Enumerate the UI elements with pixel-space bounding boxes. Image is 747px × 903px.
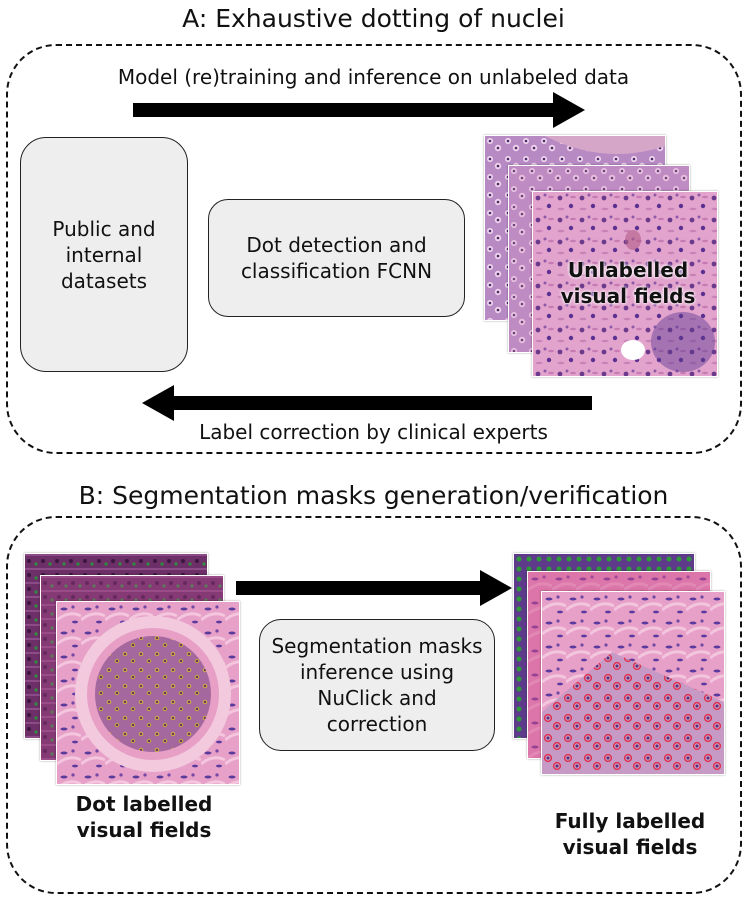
tissue-tile-front (541, 591, 725, 775)
section-a-title: A: Exhaustive dotting of nuclei (182, 4, 565, 33)
section-b-panel (6, 516, 742, 894)
unlabelled-image-stack: Unlabelled visual fields (484, 135, 720, 380)
bottom-arrow-label: Label correction by clinical experts (199, 420, 548, 444)
datasets-box-label: Public and internal datasets (52, 216, 156, 293)
nuclick-arrow (236, 570, 512, 606)
dot-labelled-image-stack (24, 553, 240, 785)
unlabelled-label: Unlabelled visual fields (560, 258, 696, 308)
nuclick-box: Segmentation masks inference using NuCli… (259, 619, 495, 751)
section-b-title: B: Segmentation masks generation/verific… (78, 481, 669, 510)
nuclick-box-label: Segmentation masks inference using NuCli… (271, 634, 483, 736)
fully-labelled-label: Fully labelled visual fields (554, 809, 706, 859)
section-a-panel (6, 44, 742, 454)
correction-arrow (142, 385, 592, 421)
fcnn-box-label: Dot detection and classification FCNN (240, 233, 433, 283)
datasets-box: Public and internal datasets (20, 137, 188, 372)
top-arrow-label: Model (re)training and inference on unla… (117, 65, 630, 89)
fully-labelled-image-stack (513, 553, 725, 775)
retraining-arrow (133, 92, 585, 128)
tissue-tile-front (56, 601, 240, 785)
fcnn-box: Dot detection and classification FCNN (208, 199, 465, 317)
tissue-tile-front (532, 191, 718, 377)
dot-labelled-label: Dot labelled visual fields (75, 792, 213, 842)
